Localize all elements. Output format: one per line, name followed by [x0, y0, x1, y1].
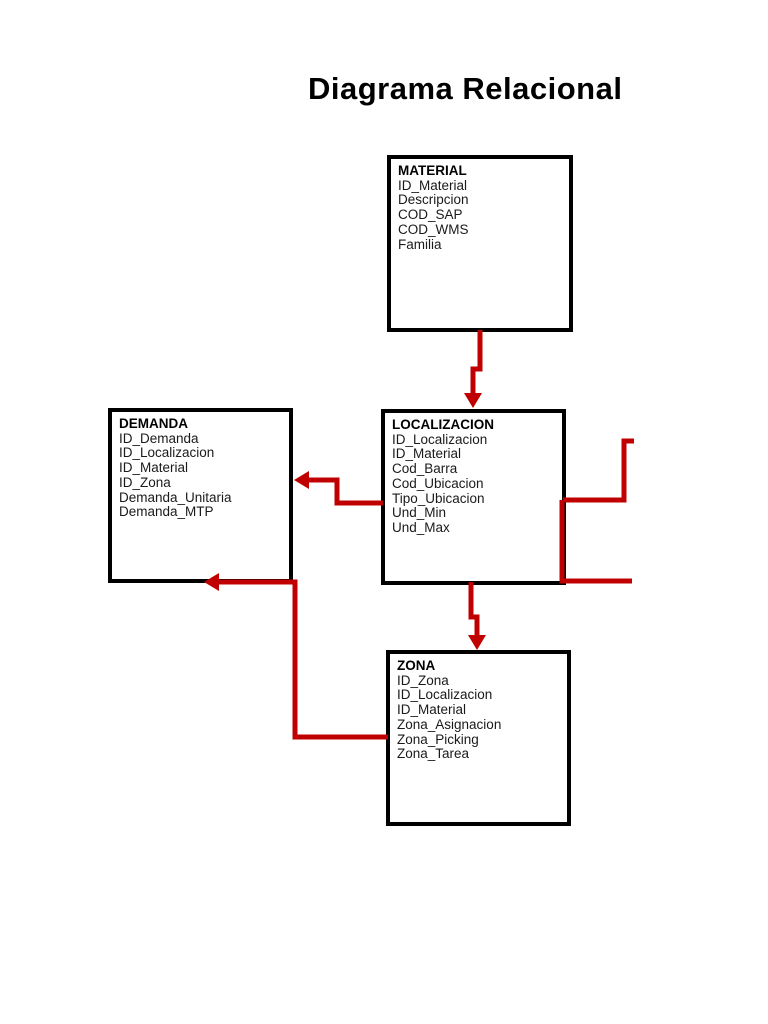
entity-field: ID_Localizacion	[397, 687, 493, 703]
entity-field: Und_Min	[392, 505, 447, 521]
entity-title: DEMANDA	[119, 416, 188, 431]
entity-title: ZONA	[397, 658, 436, 673]
entity-field: COD_SAP	[398, 207, 463, 223]
page-title: Diagrama Relacional	[308, 71, 623, 106]
entity-field: Tipo_Ubicacion	[392, 490, 485, 506]
entity-field: ID_Localizacion	[119, 445, 215, 461]
entity-field: COD_WMS	[398, 221, 469, 237]
entity-field: ID_Material	[119, 460, 189, 476]
entity-title: LOCALIZACION	[392, 417, 494, 432]
connector-line-zona-to-demanda	[218, 579, 388, 740]
entity-field: ID_Material	[392, 446, 462, 462]
entity-title: MATERIAL	[398, 163, 467, 178]
entity-field: Cod_Ubicacion	[392, 475, 484, 491]
connector-arrowhead-localizacion-to-zona	[468, 635, 486, 650]
entity-field: Zona_Tarea	[397, 746, 470, 762]
connector-line-localizacion-right-upper-stub	[563, 438, 634, 503]
entity-field: ID_Localizacion	[392, 431, 488, 447]
connector-line-localizacion-right-lower-stub	[559, 500, 632, 584]
entity-field: Descripcion	[398, 192, 469, 208]
connector-arrowhead-localizacion-to-demanda	[294, 471, 309, 489]
entity-field: Zona_Picking	[397, 731, 479, 747]
connector-line-localizacion-to-zona	[468, 582, 480, 636]
entity-field: Demanda_Unitaria	[119, 489, 232, 505]
entity-field: Familia	[398, 236, 442, 252]
entity-field: ID_Material	[397, 702, 467, 718]
entity-field: ID_Demanda	[119, 430, 199, 446]
connector-line-localizacion-to-demanda	[308, 477, 383, 506]
entity-field: ID_Zona	[119, 474, 171, 490]
entity-field: ID_Zona	[397, 672, 449, 688]
entity-field: Cod_Barra	[392, 461, 458, 477]
connector-arrowhead-material-to-localizacion	[464, 393, 482, 408]
entity-field: ID_Material	[398, 177, 468, 193]
entity-field: Und_Max	[392, 519, 450, 535]
entity-field: Demanda_MTP	[119, 504, 214, 520]
connector-line-material-to-localizacion	[470, 330, 483, 394]
entity-field: Zona_Asignacion	[397, 716, 502, 732]
